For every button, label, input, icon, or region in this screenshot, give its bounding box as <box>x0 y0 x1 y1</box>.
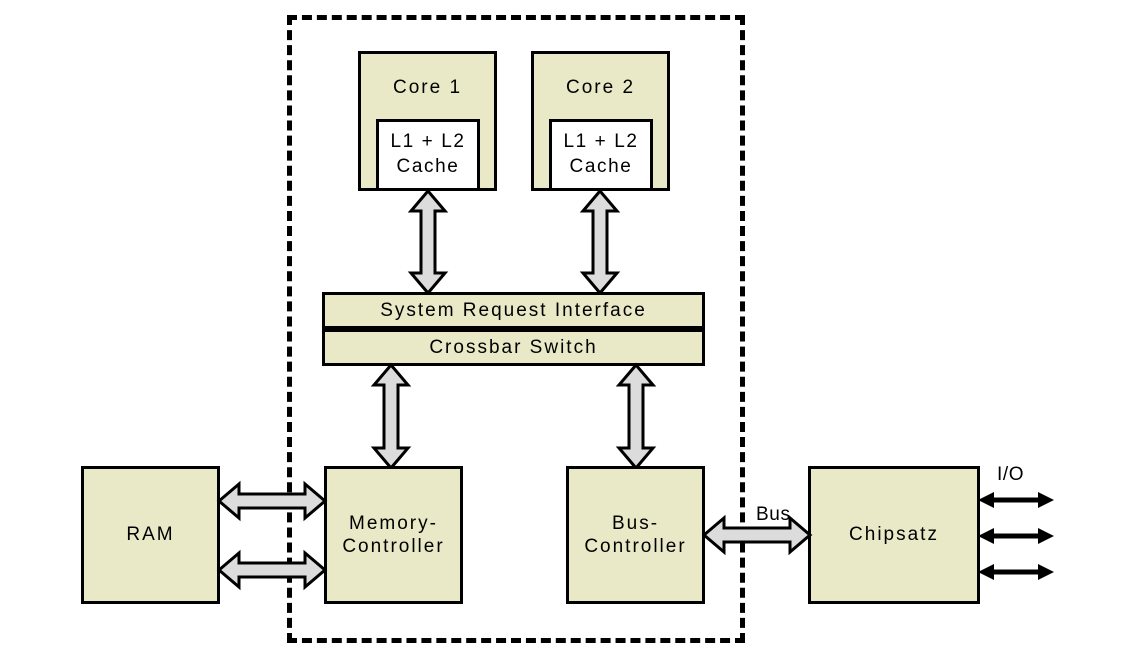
ram-box[interactable]: RAM <box>81 466 220 604</box>
chipset-label: Chipsatz <box>849 524 939 546</box>
bus-controller-box[interactable]: Bus- Controller <box>566 466 705 604</box>
memory-controller-label: Memory- Controller <box>342 512 445 557</box>
arrow-core1-to-sri <box>407 188 449 296</box>
core-2-cache-label: L1 + L2 Cache <box>563 131 639 177</box>
io-label: I/O <box>997 464 1025 485</box>
bus-label: Bus <box>756 504 791 525</box>
core-1-title: Core 1 <box>392 77 463 98</box>
system-request-interface-label: System Request Interface <box>380 299 647 321</box>
bus-controller-label: Bus- Controller <box>584 512 687 557</box>
arrow-io-2 <box>978 528 1054 544</box>
memory-controller-box[interactable]: Memory- Controller <box>324 466 463 604</box>
arrow-bus-controller-to-chipset <box>701 514 813 556</box>
system-request-interface-box[interactable]: System Request Interface <box>322 292 705 329</box>
core-2-cache-box[interactable]: L1 + L2 Cache <box>549 119 653 191</box>
arrow-io-3 <box>978 564 1054 580</box>
core-1-cache-box[interactable]: L1 + L2 Cache <box>376 119 480 191</box>
ram-label: RAM <box>126 524 175 546</box>
processor-die-boundary <box>287 15 745 643</box>
arrow-ram-to-memory-controller-upper <box>216 480 328 522</box>
chipset-box[interactable]: Chipsatz <box>808 466 980 604</box>
arrow-crossbar-to-bus-controller <box>615 362 657 471</box>
arrow-ram-to-memory-controller-lower <box>216 549 328 591</box>
crossbar-switch-box[interactable]: Crossbar Switch <box>322 329 705 366</box>
arrow-io-1 <box>978 492 1054 508</box>
crossbar-switch-label: Crossbar Switch <box>429 336 598 358</box>
core-1-cache-label: L1 + L2 Cache <box>390 131 466 177</box>
arrow-core2-to-sri <box>579 188 621 296</box>
core-2-title: Core 2 <box>565 77 636 98</box>
arrow-crossbar-to-memory-controller <box>370 362 412 471</box>
